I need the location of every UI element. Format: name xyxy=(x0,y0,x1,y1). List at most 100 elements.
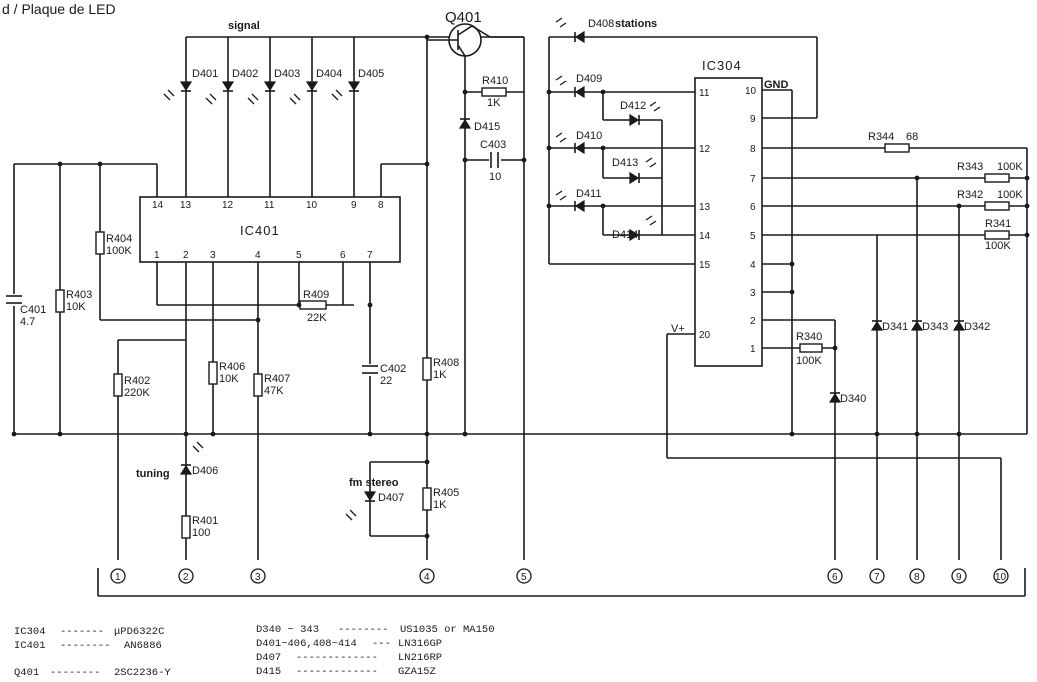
c401-value: 4.7 xyxy=(20,316,35,328)
d409-label: D409 xyxy=(576,73,602,85)
d412-symbol xyxy=(629,113,640,127)
connector-6: 6 xyxy=(827,568,843,584)
connector-1-label: 1 xyxy=(115,572,121,583)
r406-value: 10K xyxy=(219,373,239,385)
ic304-pin-7: 7 xyxy=(750,174,756,185)
ic304-pin-20: 20 xyxy=(699,330,711,341)
d410-symbol xyxy=(574,141,585,155)
connector-9-label: 9 xyxy=(956,572,962,583)
d409-rays xyxy=(555,75,567,86)
parts-ref-d340: D340 ~ 343 xyxy=(256,624,319,636)
parts-val-ic401: AN6886 xyxy=(124,640,162,652)
gnd-label: GND xyxy=(764,79,789,91)
d341-symbol xyxy=(870,320,884,331)
ic401-pin-5: 5 xyxy=(296,250,302,261)
ic401-pin-1: 1 xyxy=(154,250,160,261)
capacitors: C401 4.7 C402 22 C403 10 xyxy=(5,139,506,387)
d411-rays xyxy=(555,190,567,201)
stations-label: stations xyxy=(615,18,657,30)
d402-label: D402 xyxy=(232,68,258,80)
d408-symbol xyxy=(574,30,585,44)
parts-val-ic304: μPD6322C xyxy=(114,626,164,638)
ic304-pin-8: 8 xyxy=(750,144,756,155)
c402-value: 22 xyxy=(380,375,392,387)
r404 xyxy=(95,231,105,255)
parts-ref-ic304: IC304 xyxy=(14,626,46,638)
connector-strip: 1 2 3 4 5 6 7 8 9 10 xyxy=(97,568,1026,597)
ic401-pin-2: 2 xyxy=(183,250,189,261)
parts-dash-ic401: -------- xyxy=(60,640,110,652)
c401-name: C401 xyxy=(20,304,46,316)
connector-8: 8 xyxy=(909,568,925,584)
r410-name: R410 xyxy=(482,75,508,87)
ic401-pin-8: 8 xyxy=(378,200,384,211)
resistors: R404 100K R403 10K R402 220K R406 10K R4… xyxy=(55,75,1023,539)
parts-dash-ic304: ------- xyxy=(60,626,104,638)
q401-transistor xyxy=(427,23,491,57)
ic401-pins: 14 13 12 11 10 9 8 1 2 3 4 5 6 7 xyxy=(152,200,384,261)
d402-symbol xyxy=(221,81,235,92)
r342-name: R342 xyxy=(957,189,983,201)
page-title: d / Plaque de LED xyxy=(2,1,116,17)
r406 xyxy=(208,361,218,385)
d340-symbol xyxy=(828,392,842,403)
r341-name: R341 xyxy=(985,218,1011,230)
ic304-pin-4: 4 xyxy=(750,260,756,271)
d414-label: D414 xyxy=(612,229,638,241)
d405-label: D405 xyxy=(358,68,384,80)
d407-rays xyxy=(345,509,357,521)
r409-name: R409 xyxy=(303,289,329,301)
r343 xyxy=(984,173,1010,183)
r404-value: 100K xyxy=(106,245,132,257)
r406-name: R406 xyxy=(219,361,245,373)
d408-rays xyxy=(555,17,567,28)
d407-label: D407 xyxy=(378,492,404,504)
d413-rays xyxy=(645,157,657,168)
r401-name: R401 xyxy=(192,515,218,527)
connector-7-label: 7 xyxy=(874,572,880,583)
r403-value: 10K xyxy=(66,301,86,313)
wires-left xyxy=(13,36,1027,560)
d403-symbol xyxy=(263,81,277,92)
parts-ref-d407: D407 xyxy=(256,652,281,664)
r402-value: 220K xyxy=(124,387,150,399)
ic401-pin-6: 6 xyxy=(340,250,346,261)
parts-val-d407: LN216RP xyxy=(398,652,442,664)
d404-symbol xyxy=(305,81,319,92)
parts-dash-q401: -------- xyxy=(50,667,100,679)
d341-label: D341 xyxy=(882,321,908,333)
d410-rays xyxy=(555,132,567,143)
ic304-pin-5: 5 xyxy=(750,231,756,242)
r408 xyxy=(422,357,432,381)
connector-4-label: 4 xyxy=(424,572,430,583)
signal-label: signal xyxy=(228,20,260,32)
c403-name: C403 xyxy=(480,139,506,151)
d411-label: D411 xyxy=(576,188,601,200)
connector-6-label: 6 xyxy=(832,572,838,583)
ic401-pin-9: 9 xyxy=(351,200,357,211)
ic304-box xyxy=(694,77,763,367)
ic401-pin-3: 3 xyxy=(210,250,216,261)
parts-ref-d401: D401~406,408~414 xyxy=(256,638,357,650)
d340-label: D340 xyxy=(840,393,866,405)
r405-value: 1K xyxy=(433,499,447,511)
connector-4: 4 xyxy=(419,568,435,584)
ic304-pin-13: 13 xyxy=(699,202,711,213)
d342-symbol xyxy=(952,320,966,331)
d411-symbol xyxy=(574,199,585,213)
d409-symbol xyxy=(574,85,585,99)
d406-rays xyxy=(192,441,204,453)
d407-symbol xyxy=(363,491,377,502)
r403 xyxy=(55,289,65,313)
ic304-pin-3: 3 xyxy=(750,288,756,299)
r340 xyxy=(799,343,823,353)
parts-ref-d415: D415 xyxy=(256,666,281,678)
tuning-label: tuning xyxy=(136,468,170,480)
r407 xyxy=(253,373,263,397)
ic401-pin-7: 7 xyxy=(367,250,373,261)
connector-3-label: 3 xyxy=(255,572,261,583)
r402-name: R402 xyxy=(124,375,150,387)
ic401-pin-12: 12 xyxy=(222,200,234,211)
d343-symbol xyxy=(910,320,924,331)
